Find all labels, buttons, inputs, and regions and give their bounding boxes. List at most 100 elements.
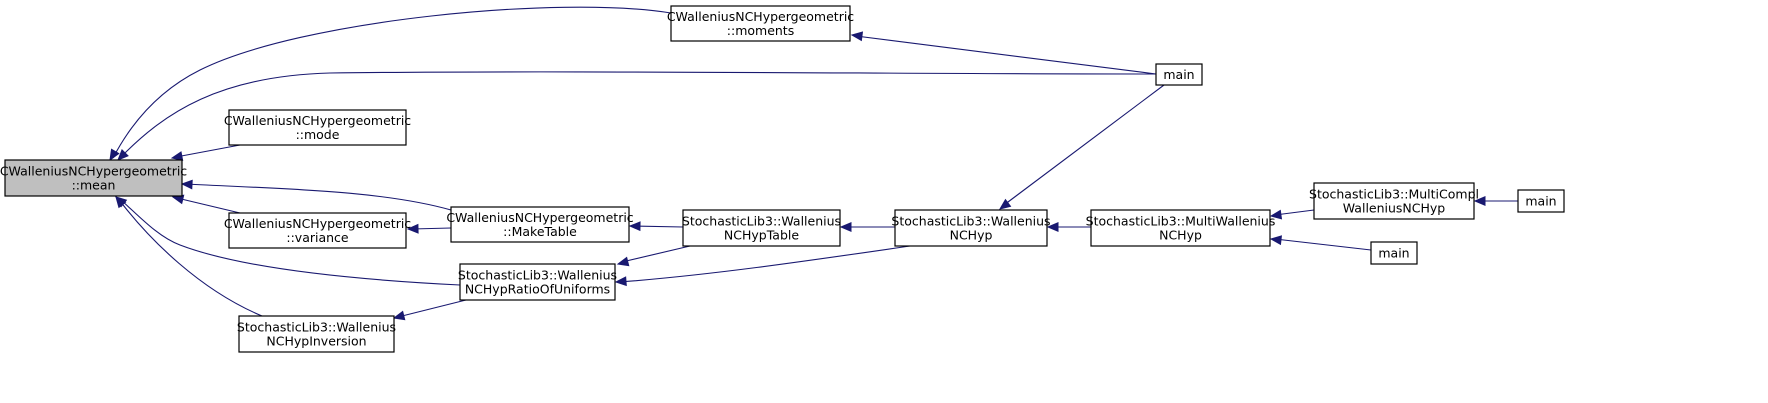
arrowhead [1473, 196, 1486, 206]
node-label: ::moments [727, 23, 794, 38]
node-label: NCHypInversion [266, 334, 366, 349]
edge-moments-to-mean [109, 6, 672, 162]
node-label: ::MakeTable [503, 224, 577, 239]
edge-line [855, 35, 1157, 75]
edge-hyptable-to-ratio [616, 245, 691, 267]
node-box [1517, 189, 1565, 213]
node-label: CWalleniusNCHypergeometric [667, 9, 854, 24]
edge-maketable-to-variance [406, 223, 452, 234]
node-box [670, 5, 851, 42]
arrowhead [1046, 222, 1059, 232]
arrowhead [628, 221, 641, 232]
arrowhead [616, 256, 630, 267]
edge-multiwall-to-nchyp [1046, 222, 1091, 232]
arrowhead [109, 148, 120, 162]
node-label: StochasticLib3::Wallenius [237, 320, 396, 335]
arrowhead [614, 276, 627, 287]
node-label: StochasticLib3::Wallenius [682, 214, 841, 229]
edge-line [185, 183, 452, 211]
edge-line [120, 199, 461, 286]
edge-line [120, 71, 1157, 158]
node-nchyp[interactable]: StochasticLib3::WalleniusNCHyp [891, 209, 1051, 247]
node-ratio[interactable]: StochasticLib3::WalleniusNCHypRatioOfUni… [458, 263, 617, 301]
node-layer: CWalleniusNCHypergeometric::meanCWalleni… [0, 5, 1565, 353]
edge-line [633, 225, 684, 228]
arrowhead [998, 198, 1012, 210]
edge-line [411, 227, 452, 230]
node-mean[interactable]: CWalleniusNCHypergeometric::mean [0, 159, 187, 197]
edge-maketable-to-mean [180, 179, 452, 211]
edge-main1-to-nchyp [998, 84, 1165, 210]
node-label: CWalleniusNCHypergeometric [0, 164, 187, 179]
edge-layer [109, 6, 1518, 321]
node-label: NCHyp [950, 228, 993, 243]
node-label: ::mean [72, 178, 116, 193]
node-label: StochasticLib3::Wallenius [891, 214, 1050, 229]
edge-line [176, 197, 241, 214]
node-label: CWalleniusNCHypergeometric [224, 216, 411, 231]
node-label: ::variance [286, 230, 349, 245]
edge-line [1274, 209, 1315, 216]
node-variance[interactable]: CWalleniusNCHypergeometric::variance [224, 212, 411, 249]
edge-line [1003, 84, 1165, 206]
edge-nchyp-to-ratio [614, 245, 911, 287]
edge-main2-to-multicompl [1473, 196, 1518, 206]
arrowhead [850, 31, 864, 42]
edge-hyptable-to-maketable [628, 221, 684, 232]
edge-line [621, 245, 691, 263]
arrowhead [406, 223, 419, 234]
node-main2[interactable]: main [1517, 189, 1565, 213]
node-label: NCHypTable [724, 228, 799, 243]
edge-inversion-to-mean [115, 195, 263, 317]
edge-main1-to-mean [117, 71, 1157, 161]
edge-line [112, 6, 672, 159]
node-label: WalleniusNCHyp [1343, 201, 1446, 216]
node-label: StochasticLib3::MultiCompl [1309, 187, 1479, 202]
arrowhead [1269, 235, 1282, 246]
node-label: NCHypRatioOfUniforms [465, 282, 610, 297]
node-maketable[interactable]: CWalleniusNCHypergeometric::MakeTable [446, 206, 634, 243]
node-box [682, 209, 841, 247]
node-box [228, 109, 407, 146]
node-main3[interactable]: main [1370, 241, 1418, 265]
node-label: NCHyp [1159, 228, 1202, 243]
node-box [238, 315, 395, 353]
edge-main1-to-moments [850, 31, 1157, 75]
arrowhead [392, 310, 406, 321]
edge-nchyp-to-hyptable [839, 222, 895, 232]
node-box [1090, 209, 1271, 247]
arrowhead [180, 179, 193, 190]
node-moments[interactable]: CWalleniusNCHypergeometric::moments [667, 5, 854, 42]
arrowhead [839, 222, 852, 232]
node-main1[interactable]: main [1155, 63, 1203, 86]
node-label: main [1525, 194, 1556, 209]
arrowhead [115, 195, 127, 209]
edge-multicompl-to-multiwall [1269, 209, 1315, 220]
arrowhead [117, 149, 129, 161]
node-label: CWalleniusNCHypergeometric [224, 113, 411, 128]
node-label: StochasticLib3::Wallenius [458, 268, 617, 283]
node-box [1155, 63, 1203, 86]
node-mode[interactable]: CWalleniusNCHypergeometric::mode [224, 109, 411, 146]
node-box [459, 263, 616, 301]
arrowhead [170, 151, 184, 161]
node-box [1370, 241, 1418, 265]
node-box [894, 209, 1048, 247]
node-box [4, 159, 183, 197]
edge-line [619, 245, 911, 283]
node-label: StochasticLib3::MultiWallenius [1086, 214, 1276, 229]
edge-line [119, 200, 263, 317]
edge-ratio-to-inversion [392, 299, 467, 321]
node-label: CWalleniusNCHypergeometric [446, 210, 633, 225]
arrowhead [1269, 209, 1283, 220]
node-label: main [1163, 67, 1194, 82]
node-box [450, 206, 630, 243]
edge-mode-to-mean [170, 144, 241, 161]
node-box [228, 212, 407, 249]
node-label: ::mode [296, 127, 340, 142]
